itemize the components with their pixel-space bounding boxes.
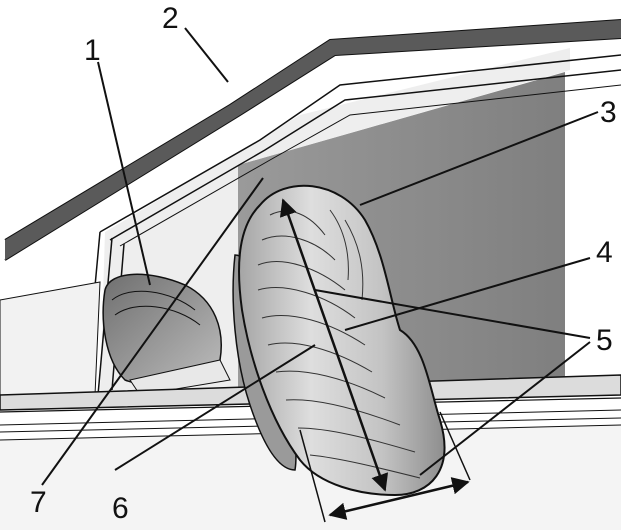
roof-rail-fill — [5, 20, 621, 260]
callout-4: 4 — [596, 236, 613, 269]
window-glass — [100, 48, 570, 395]
front-seat-headrest — [102, 273, 231, 396]
callout-5: 5 — [596, 324, 613, 357]
callout-1: 1 — [84, 34, 101, 67]
callout-3: 3 — [600, 96, 617, 129]
door-trim-front — [0, 281, 101, 401]
callout-leaders — [41, 27, 599, 486]
dimension-arrows — [279, 198, 471, 523]
callout-7: 7 — [30, 486, 47, 519]
callout-6: 6 — [112, 492, 129, 525]
callout-2: 2 — [162, 2, 179, 35]
